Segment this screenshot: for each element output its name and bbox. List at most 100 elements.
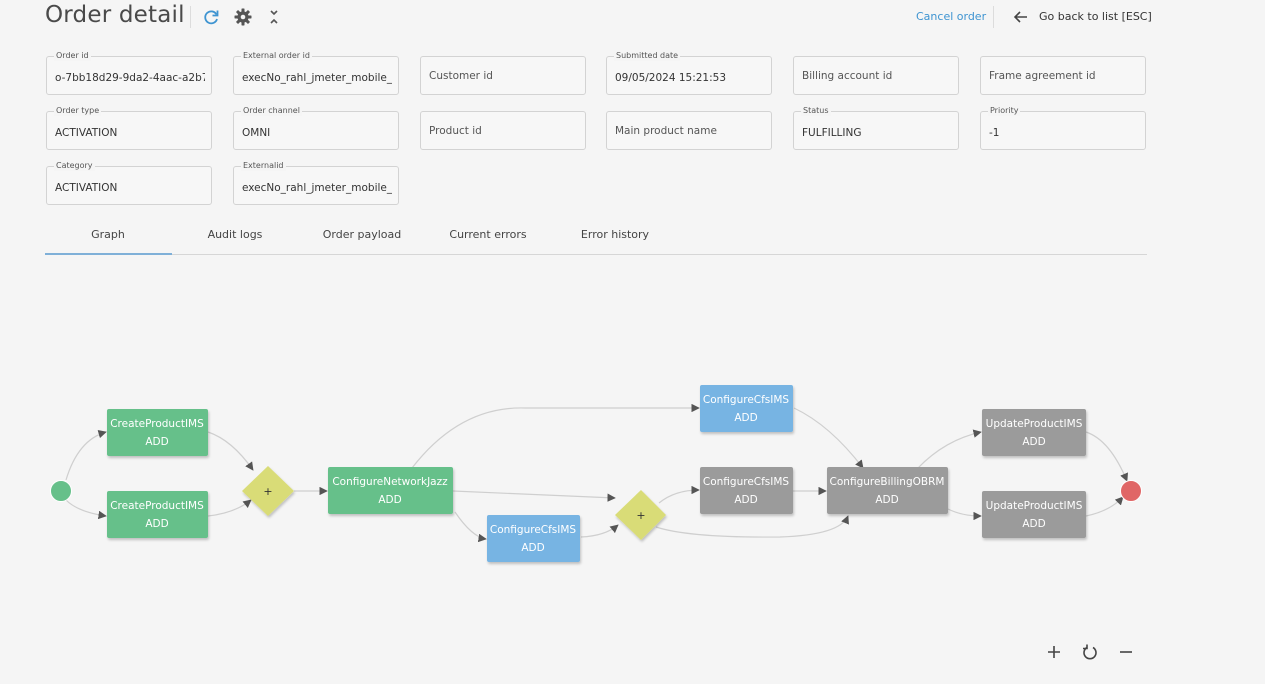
task-name: ConfigureBillingOBRM: [830, 476, 945, 488]
graph-edge: [207, 499, 252, 517]
task-node[interactable]: ConfigureCfsIMS ADD: [700, 385, 793, 432]
task-action: ADD: [521, 542, 544, 554]
task-name: CreateProductIMS: [110, 500, 204, 512]
task-name: ConfigureCfsIMS: [490, 524, 577, 536]
field-value: ACTIVATION: [55, 127, 118, 139]
task-action: ADD: [734, 494, 757, 506]
task-name: ConfigureCfsIMS: [703, 476, 790, 488]
parallel-gateway: +: [615, 490, 666, 540]
task-action: ADD: [378, 494, 401, 506]
task-action: ADD: [145, 518, 168, 530]
graph-edge: [452, 490, 616, 502]
field-placeholder: Main product name: [615, 125, 717, 137]
order-id-field[interactable]: Order id o-7bb18d29-9da2-4aac-a2b7-a9: [46, 51, 212, 95]
order-channel-field[interactable]: Order channel OMNI: [233, 106, 399, 150]
graph-edge: [658, 485, 700, 504]
active-tab-indicator: [45, 253, 172, 255]
parallel-gateway: +: [242, 466, 294, 516]
end-event: [1120, 480, 1142, 502]
field-value: o-7bb18d29-9da2-4aac-a2b7-a9: [55, 72, 205, 84]
frame-agreement-id-field[interactable]: Frame agreement id: [980, 56, 1146, 95]
field-value: 09/05/2024 15:21:53: [615, 72, 727, 84]
go-back-button[interactable]: Go back to list [ESC]: [1039, 10, 1152, 23]
status-field[interactable]: Status FULFILLING: [793, 106, 959, 150]
reset-icon[interactable]: [1080, 642, 1100, 662]
header-divider: [190, 6, 191, 28]
page-title: Order detail: [45, 2, 185, 28]
field-value: FULFILLING: [802, 127, 862, 139]
task-node[interactable]: ConfigureBillingOBRM ADD: [827, 467, 948, 514]
tab-order-payload[interactable]: Order payload: [322, 228, 402, 241]
main-product-name-field[interactable]: Main product name: [606, 111, 772, 150]
gateway-symbol: +: [636, 509, 645, 522]
graph-edge: [655, 515, 849, 538]
graph-edge: [580, 524, 619, 538]
tabs-divider: [45, 254, 1147, 255]
task-name: UpdateProductIMS: [986, 500, 1083, 512]
field-label: Priority: [988, 106, 1021, 116]
priority-field[interactable]: Priority -1: [980, 106, 1146, 150]
task-name: CreateProductIMS: [110, 418, 204, 430]
task-action: ADD: [1022, 518, 1045, 530]
field-value: OMNI: [242, 127, 271, 139]
graph-edge: [917, 429, 982, 469]
field-value: ACTIVATION: [55, 182, 118, 194]
external-order-id-field[interactable]: External order id execNo_rahl_jmeter_mob…: [233, 51, 399, 95]
header-divider: [993, 6, 994, 28]
task-node[interactable]: ConfigureCfsIMS ADD: [700, 467, 793, 514]
graph-edge: [207, 431, 254, 471]
collapse-icon[interactable]: [264, 7, 284, 27]
gateway-symbol: +: [263, 485, 272, 498]
start-event: [50, 480, 72, 502]
field-label: External order id: [241, 51, 312, 61]
field-placeholder: Product id: [429, 125, 482, 137]
task-action: ADD: [145, 436, 168, 448]
field-label: Order channel: [241, 106, 302, 116]
tab-audit-logs[interactable]: Audit logs: [207, 228, 263, 241]
task-node[interactable]: CreateProductIMS ADD: [107, 491, 208, 538]
graph-edge: [65, 430, 107, 481]
task-action: ADD: [875, 494, 898, 506]
task-node[interactable]: UpdateProductIMS ADD: [982, 491, 1086, 538]
field-value: execNo_rahl_jmeter_mobile_acl: [242, 72, 392, 84]
field-value: -1: [989, 127, 1000, 139]
tab-current-errors[interactable]: Current errors: [449, 228, 527, 241]
task-name: ConfigureCfsIMS: [703, 394, 790, 406]
task-action: ADD: [1022, 436, 1045, 448]
graph-edge: [65, 499, 107, 520]
order-type-field[interactable]: Order type ACTIVATION: [46, 106, 212, 150]
field-placeholder: Billing account id: [802, 70, 893, 82]
task-node[interactable]: ConfigureCfsIMS ADD: [487, 515, 580, 562]
cancel-order-link[interactable]: Cancel order: [916, 10, 987, 23]
minus-icon[interactable]: [1116, 642, 1136, 662]
tab-error-history[interactable]: Error history: [580, 228, 650, 241]
graph-edge: [1085, 496, 1124, 517]
field-label: Externalid: [241, 161, 286, 171]
field-label: Order id: [54, 51, 91, 61]
task-node[interactable]: CreateProductIMS ADD: [107, 409, 208, 456]
task-node[interactable]: UpdateProductIMS ADD: [982, 409, 1086, 456]
graph-edge: [411, 403, 700, 469]
billing-account-id-field[interactable]: Billing account id: [793, 56, 959, 95]
field-label: Status: [801, 106, 831, 116]
submitted-date-field[interactable]: Submitted date 09/05/2024 15:21:53: [606, 51, 772, 95]
field-value: execNo_rahl_jmeter_mobile_acl: [242, 182, 392, 194]
category-field[interactable]: Category ACTIVATION: [46, 161, 212, 205]
externalid-field[interactable]: Externalid execNo_rahl_jmeter_mobile_acl: [233, 161, 399, 205]
tab-graph[interactable]: Graph: [91, 228, 125, 241]
field-label: Submitted date: [614, 51, 681, 61]
gear-icon[interactable]: [233, 7, 253, 27]
task-node[interactable]: ConfigureNetworkJazz ADD: [328, 467, 453, 514]
customer-id-field[interactable]: Customer id: [420, 56, 586, 95]
task-name: UpdateProductIMS: [986, 418, 1083, 430]
graph-edge: [454, 511, 487, 543]
task-action: ADD: [734, 412, 757, 424]
graph-edge: [947, 508, 982, 521]
field-label: Order type: [54, 106, 102, 116]
product-id-field[interactable]: Product id: [420, 111, 586, 150]
plus-icon[interactable]: [1044, 642, 1064, 662]
arrow-left-icon[interactable]: [1012, 8, 1030, 26]
refresh-icon[interactable]: [201, 7, 221, 27]
field-placeholder: Customer id: [429, 70, 493, 82]
